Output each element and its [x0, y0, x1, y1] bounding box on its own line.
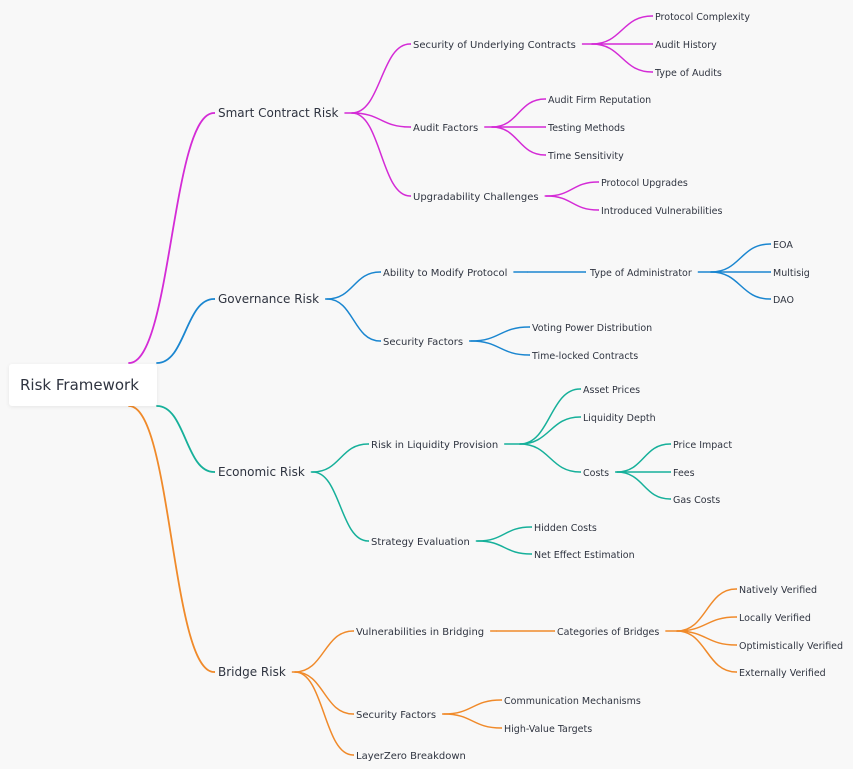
- connector-2-0-2: [519, 443, 581, 473]
- connector-0-2: [351, 112, 411, 197]
- connector-2-0-1: [519, 416, 581, 445]
- connector-3-1: [294, 671, 354, 715]
- root-node[interactable]: Risk Framework: [9, 364, 157, 406]
- connector-3: [128, 405, 215, 673]
- connector-2: [156, 405, 215, 473]
- node-3-0-0-0[interactable]: Natively Verified: [739, 585, 817, 596]
- connector-2-1-1: [477, 540, 532, 555]
- node-2-0-2-0[interactable]: Price Impact: [673, 440, 732, 451]
- node-2-0-2-2[interactable]: Gas Costs: [673, 495, 720, 506]
- connector-0-0-2: [591, 43, 653, 73]
- connector-2-0-0: [519, 388, 581, 445]
- node-1-0-0-0[interactable]: EOA: [773, 240, 793, 251]
- node-1-1-1[interactable]: Time-locked Contracts: [531, 351, 638, 362]
- node-3[interactable]: Bridge Risk: [218, 665, 286, 679]
- node-0-2[interactable]: Upgradability Challenges: [413, 192, 539, 203]
- connector-0: [128, 112, 215, 364]
- node-3-1-1[interactable]: High-Value Targets: [504, 724, 592, 735]
- node-2[interactable]: Economic Risk: [218, 465, 305, 479]
- node-labels: Smart Contract Risk Security of Underlyin…: [218, 12, 843, 762]
- connector-1-0-0-0: [710, 243, 771, 273]
- node-0-0-0[interactable]: Protocol Complexity: [655, 12, 750, 23]
- connector-lines: [128, 15, 771, 756]
- connector-1: [156, 298, 215, 364]
- connector-2-0: [312, 443, 369, 473]
- connector-2-1: [312, 471, 369, 542]
- node-0-2-1[interactable]: Introduced Vulnerabilities: [601, 206, 722, 217]
- node-3-1-0[interactable]: Communication Mechanisms: [504, 696, 641, 707]
- node-1[interactable]: Governance Risk: [218, 292, 319, 306]
- node-2-1-0[interactable]: Hidden Costs: [534, 523, 597, 534]
- connector-2-0-2-2: [616, 471, 671, 500]
- node-3-0-0[interactable]: Categories of Bridges: [557, 627, 659, 638]
- node-3-0-0-2[interactable]: Optimistically Verified: [739, 641, 843, 652]
- connector-1-1: [326, 298, 381, 342]
- connector-0-1-2: [491, 126, 546, 156]
- node-3-1[interactable]: Security Factors: [356, 710, 436, 721]
- node-2-0[interactable]: Risk in Liquidity Provision: [371, 440, 498, 451]
- node-1-1[interactable]: Security Factors: [383, 337, 463, 348]
- connector-0-0-0: [591, 15, 653, 45]
- connector-3-2: [294, 671, 354, 756]
- node-3-2[interactable]: LayerZero Breakdown: [356, 751, 466, 762]
- node-2-1[interactable]: Strategy Evaluation: [371, 537, 470, 548]
- node-1-0-0-2[interactable]: DAO: [773, 295, 794, 306]
- node-0-1-2[interactable]: Time Sensitivity: [547, 151, 624, 162]
- node-2-0-0[interactable]: Asset Prices: [583, 385, 640, 396]
- connector-0-0: [351, 43, 411, 114]
- root-node-label: Risk Framework: [20, 376, 139, 394]
- node-2-0-2-1[interactable]: Fees: [673, 468, 695, 479]
- node-3-0-0-1[interactable]: Locally Verified: [739, 613, 811, 624]
- connector-3-0: [294, 630, 354, 673]
- node-1-1-0[interactable]: Voting Power Distribution: [532, 323, 652, 334]
- node-0-1-1[interactable]: Testing Methods: [547, 123, 625, 134]
- node-0-0-1[interactable]: Audit History: [655, 40, 717, 51]
- connector-2-0-2-0: [616, 443, 671, 473]
- connector-0-1-0: [491, 98, 546, 128]
- node-2-0-1[interactable]: Liquidity Depth: [583, 413, 656, 424]
- node-0-0[interactable]: Security of Underlying Contracts: [413, 40, 576, 51]
- node-1-0[interactable]: Ability to Modify Protocol: [383, 268, 507, 279]
- connector-0-2-0: [545, 181, 599, 197]
- connector-3-0-0-0: [676, 588, 737, 632]
- node-1-0-0[interactable]: Type of Administrator: [589, 268, 692, 279]
- connector-1-0: [326, 271, 381, 300]
- node-3-0[interactable]: Vulnerabilities in Bridging: [356, 627, 484, 638]
- connector-0-1: [351, 112, 411, 128]
- node-3-0-0-3[interactable]: Externally Verified: [739, 668, 826, 679]
- node-2-1-1[interactable]: Net Effect Estimation: [534, 550, 635, 561]
- connector-1-1-1: [470, 340, 530, 356]
- connector-3-1-0: [443, 699, 502, 715]
- connector-1-1-0: [470, 326, 530, 342]
- connector-1-0-0-2: [710, 271, 771, 300]
- node-0[interactable]: Smart Contract Risk: [218, 106, 338, 120]
- node-0-2-0[interactable]: Protocol Upgrades: [601, 178, 688, 189]
- node-0-0-2[interactable]: Type of Audits: [654, 68, 722, 79]
- connector-0-2-1: [545, 195, 599, 211]
- node-1-0-0-1[interactable]: Multisig: [773, 268, 810, 279]
- connector-3-0-0-3: [676, 630, 737, 673]
- node-2-0-2[interactable]: Costs: [583, 468, 609, 479]
- node-0-1-0[interactable]: Audit Firm Reputation: [548, 95, 651, 106]
- node-0-1[interactable]: Audit Factors: [413, 123, 478, 134]
- connector-2-1-0: [477, 526, 532, 542]
- connector-3-1-1: [443, 713, 502, 729]
